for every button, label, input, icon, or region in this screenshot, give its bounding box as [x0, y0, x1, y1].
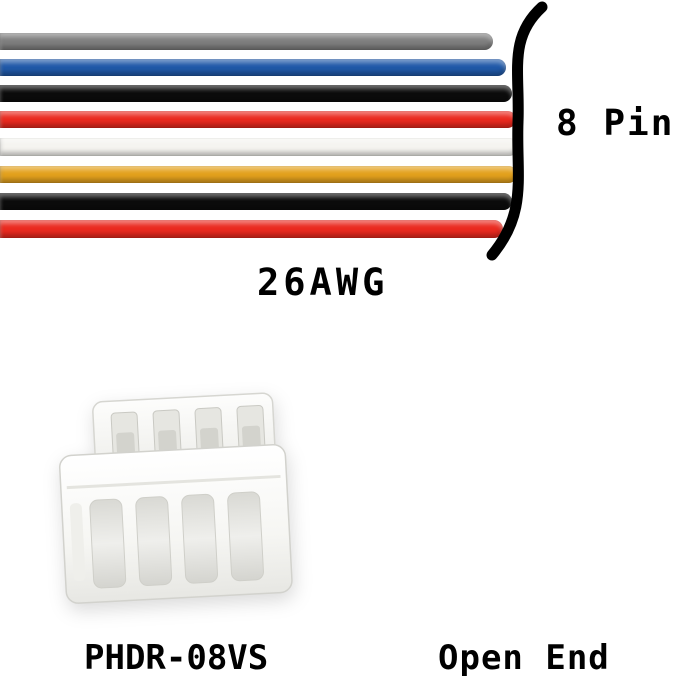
connector-part-label: PHDR-08VS	[84, 638, 269, 678]
wire-gray	[0, 33, 493, 50]
wire-blue	[0, 59, 506, 76]
connector-photo	[58, 392, 293, 604]
wire-black-2	[0, 193, 512, 210]
wire-white	[0, 138, 518, 156]
pin-count-label: 8 Pin	[556, 103, 675, 144]
bundle-brace-icon	[486, 1, 548, 261]
wire-red-1	[0, 111, 516, 128]
open-end-label: Open End	[438, 638, 610, 678]
wire-orange	[0, 166, 517, 183]
wire-black-1	[0, 85, 512, 102]
wire-gauge-label: 26AWG	[257, 261, 389, 304]
wire-red-2	[0, 220, 503, 238]
